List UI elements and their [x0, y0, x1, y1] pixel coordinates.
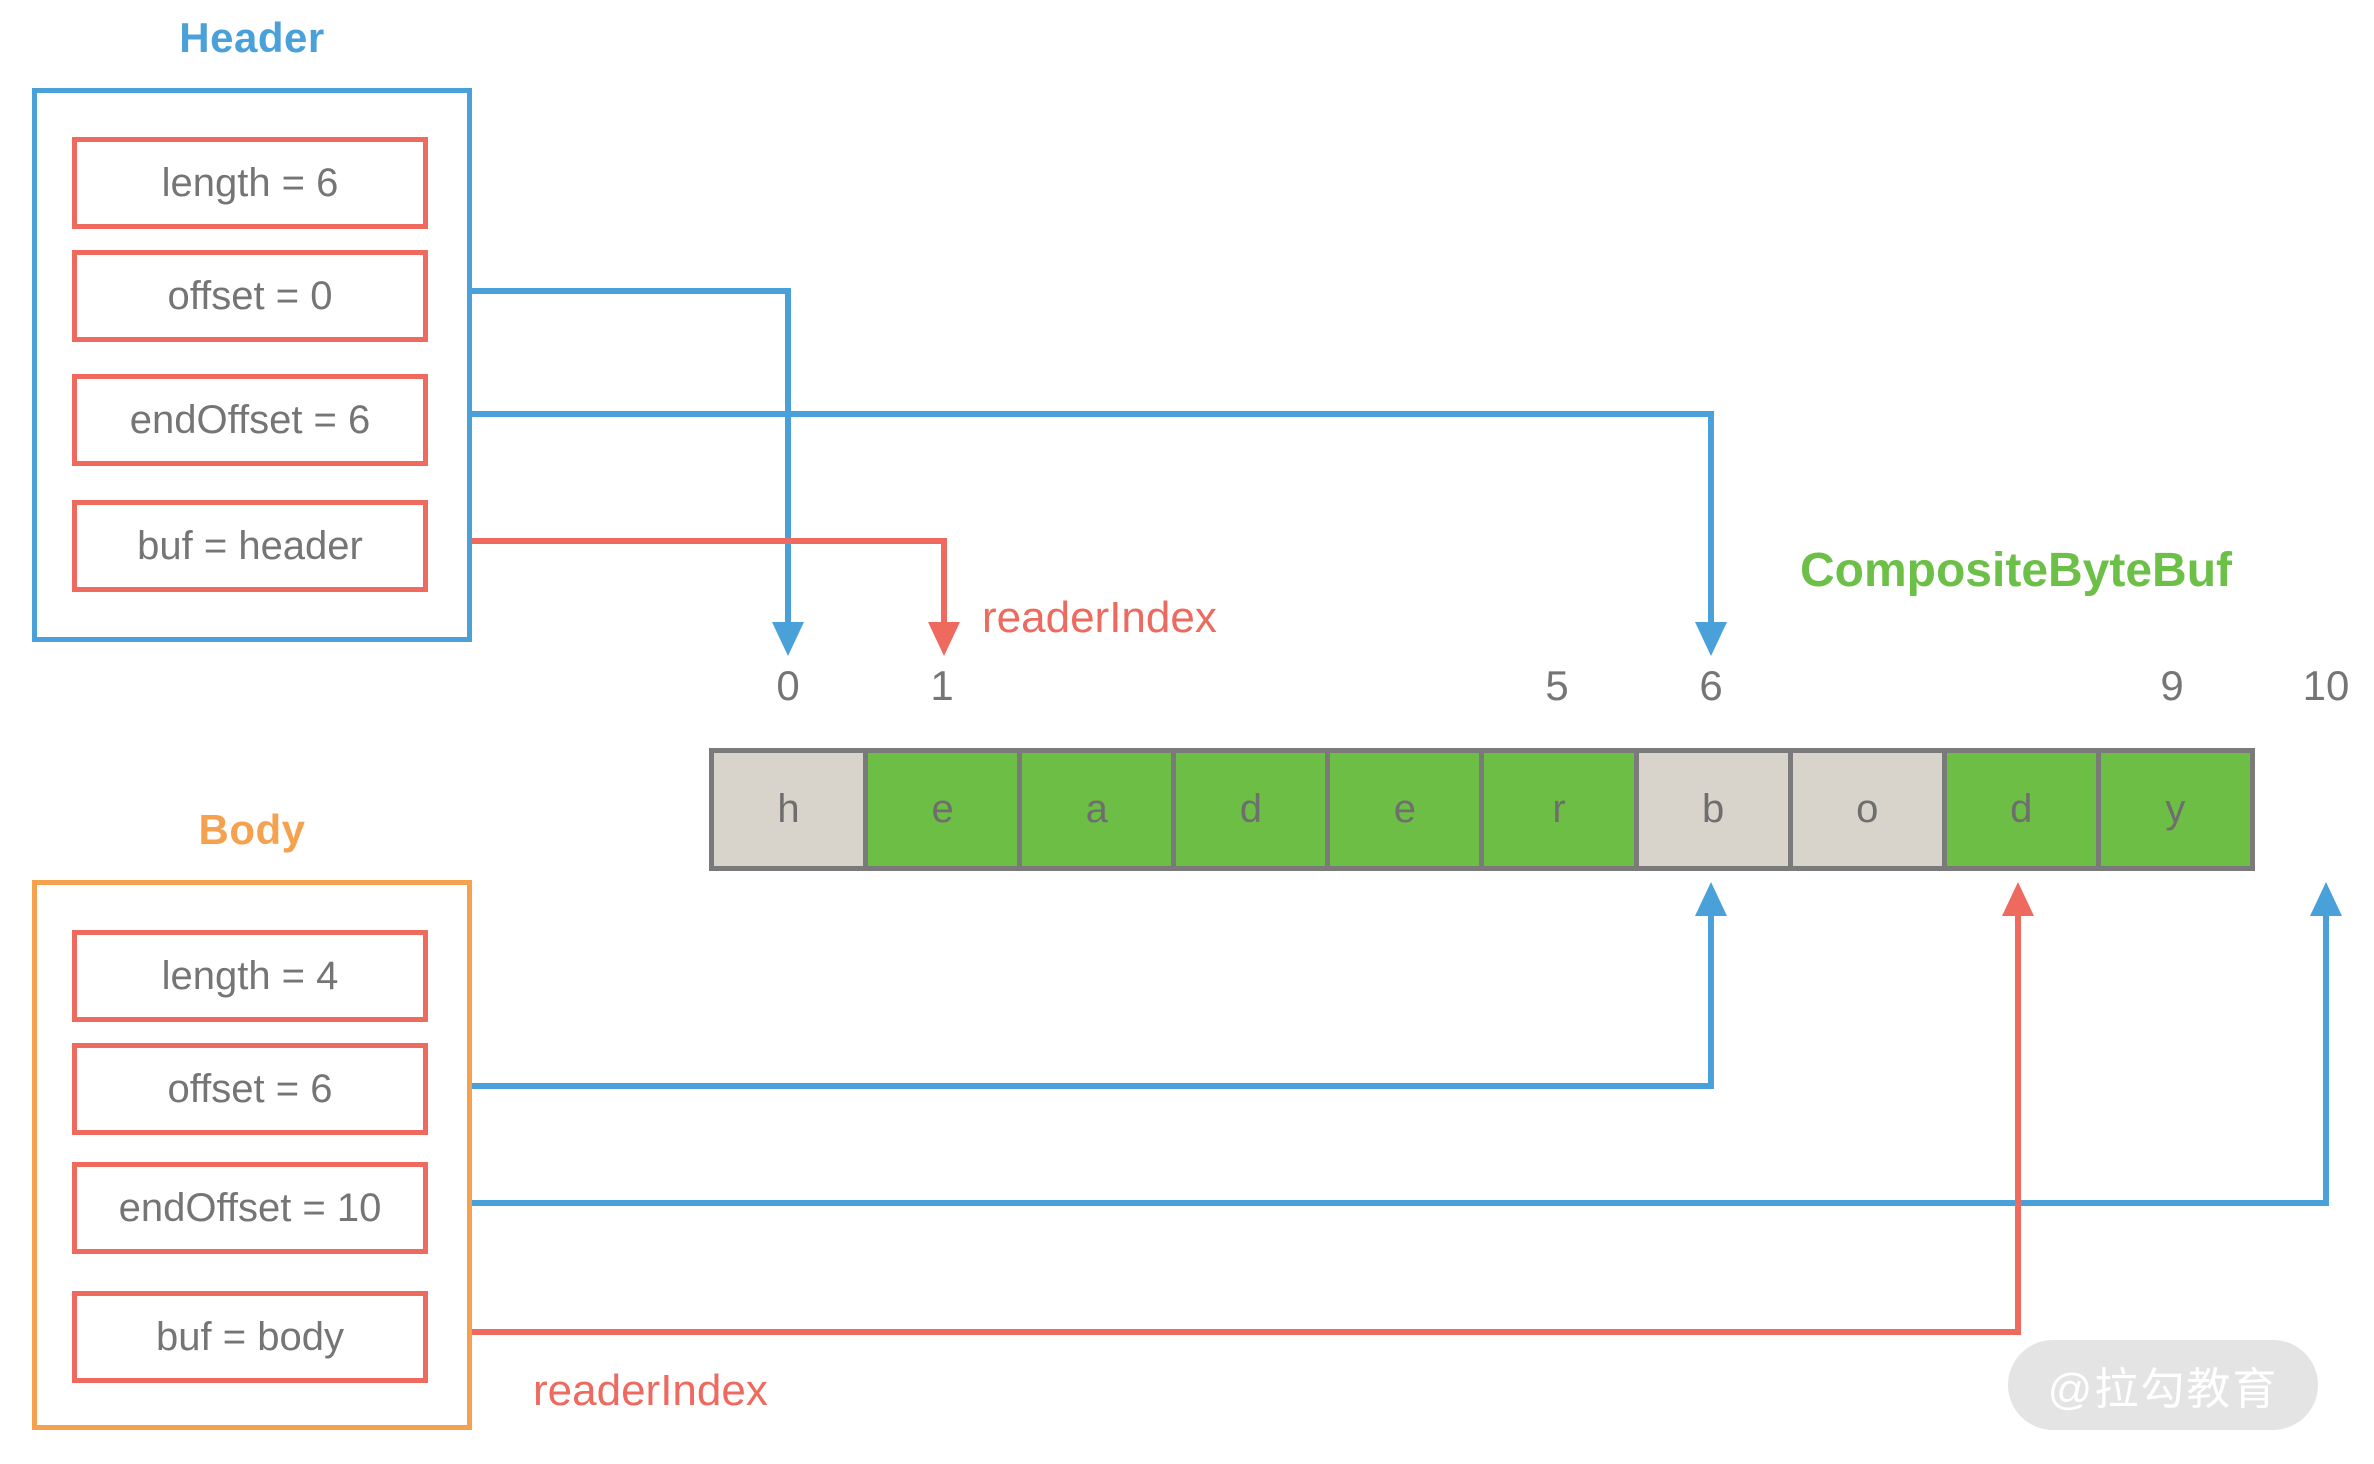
buffer-cell-d2: d	[1941, 753, 2096, 866]
buffer-cell-b: b	[1633, 753, 1788, 866]
header-offset-field: offset = 0	[72, 250, 428, 342]
body-endoffset-connector	[428, 882, 2342, 1206]
body-panel-title: Body	[198, 806, 306, 853]
header-panel: length = 6 offset = 0 endOffset = 6 buf …	[32, 88, 472, 642]
composite-bytebuf-label: CompositeByteBuf	[1800, 544, 2233, 597]
arrow-down-icon	[928, 622, 960, 656]
buffer-cell-a: a	[1017, 753, 1172, 866]
buffer-index-1: 1	[930, 662, 954, 709]
reader-index-label-top: readerIndex	[982, 593, 1217, 642]
buffer-index-5: 5	[1545, 662, 1569, 709]
arrow-down-icon	[1695, 622, 1727, 656]
buffer-index-9: 9	[2160, 662, 2184, 709]
body-buf-readerindex-connector	[410, 882, 2034, 1350]
body-buf-field: buf = body	[72, 1291, 428, 1383]
byte-buffer: h e a d e r b o d y	[709, 748, 2255, 871]
header-buf-field: buf = header	[72, 500, 428, 592]
arrow-down-icon	[772, 622, 804, 656]
buffer-index-0: 0	[776, 662, 800, 709]
arrow-up-icon	[1695, 882, 1727, 916]
watermark-badge: @拉勾教育	[2008, 1340, 2318, 1430]
buffer-cell-e2: e	[1325, 753, 1480, 866]
header-buf-readerindex-connector	[410, 523, 960, 656]
buffer-index-10: 10	[2302, 662, 2350, 709]
header-offset-connector	[428, 288, 804, 656]
body-endoffset-field: endOffset = 10	[72, 1162, 428, 1254]
buffer-cell-r: r	[1479, 753, 1634, 866]
body-panel: length = 4 offset = 6 endOffset = 10 buf…	[32, 880, 472, 1430]
buffer-cell-h: h	[714, 753, 864, 866]
arrow-up-icon	[2310, 882, 2342, 916]
header-panel-title: Header	[179, 14, 325, 61]
buffer-index-6: 6	[1699, 662, 1723, 709]
body-length-field: length = 4	[72, 930, 428, 1022]
buffer-cell-o: o	[1787, 753, 1942, 866]
body-offset-connector	[428, 882, 1727, 1089]
buffer-cell-e: e	[863, 753, 1018, 866]
header-length-field: length = 6	[72, 137, 428, 229]
buffer-cell-d: d	[1171, 753, 1326, 866]
buffer-cell-y: y	[2095, 753, 2250, 866]
header-endoffset-field: endOffset = 6	[72, 374, 428, 466]
arrow-up-icon	[2002, 882, 2034, 916]
reader-index-label-bottom: readerIndex	[533, 1366, 768, 1415]
body-offset-field: offset = 6	[72, 1043, 428, 1135]
